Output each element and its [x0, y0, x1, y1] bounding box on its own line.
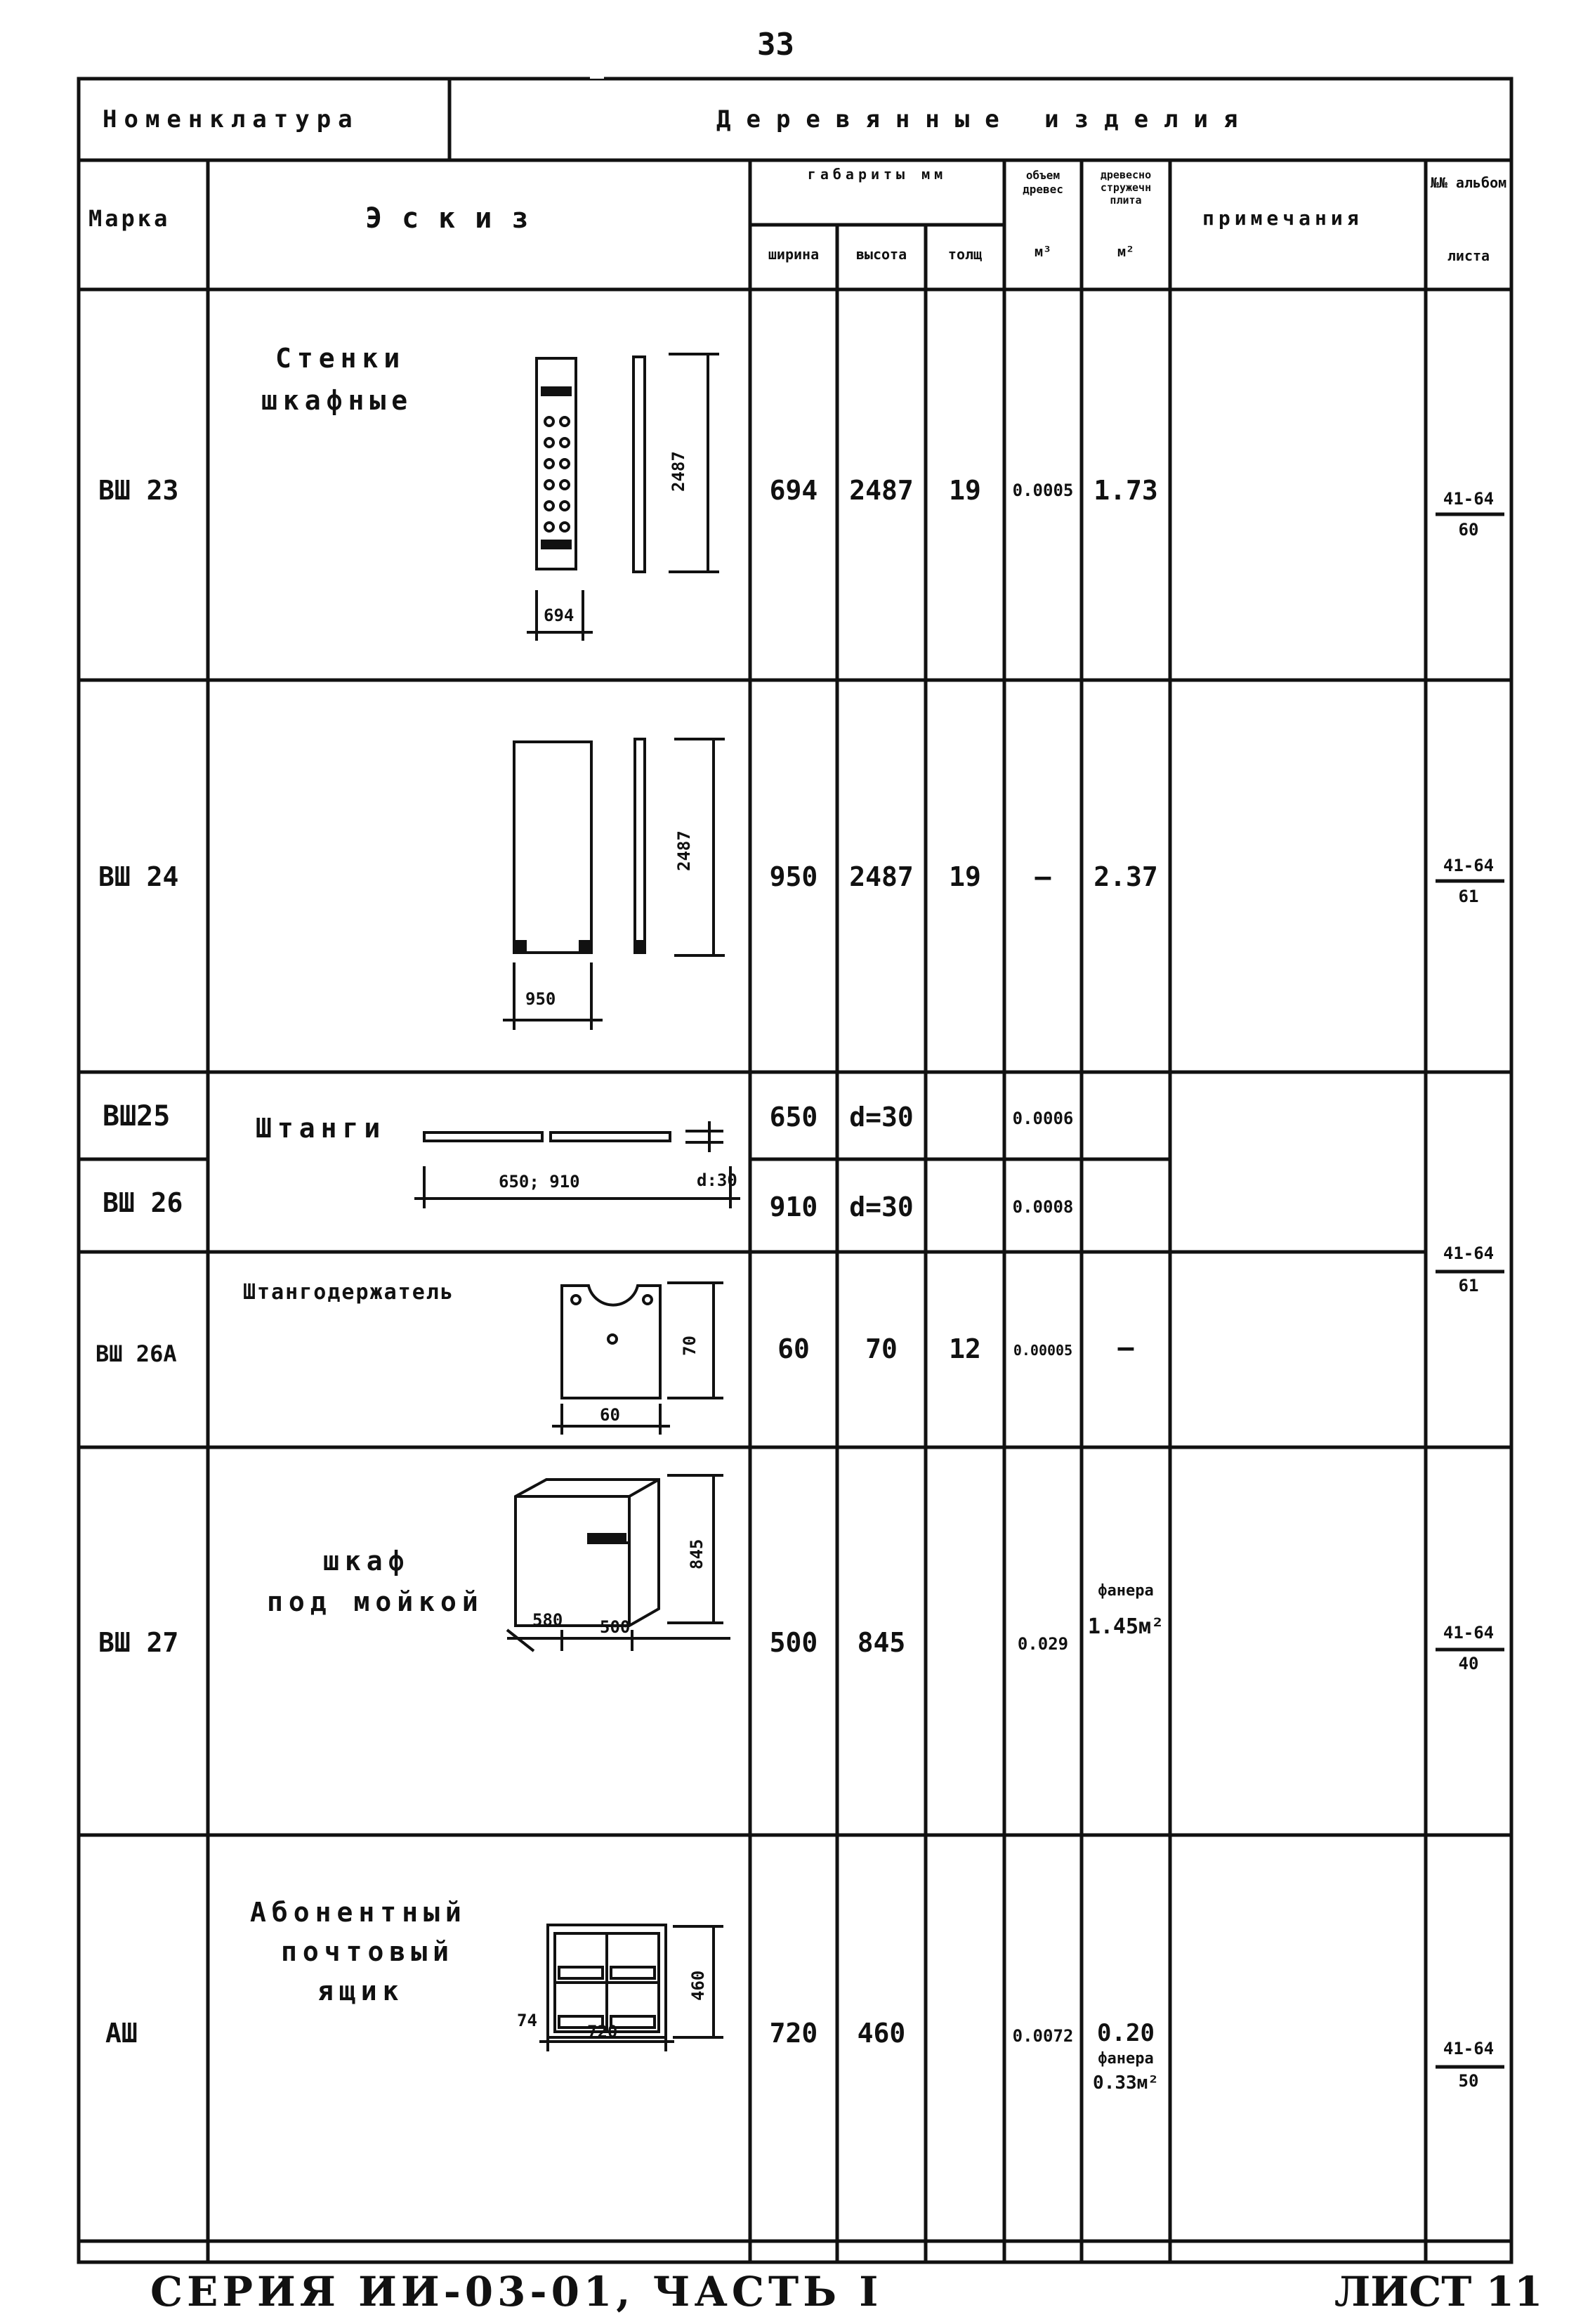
row7-mark: АШ [105, 2018, 138, 2049]
row1-sheet: 60 [1458, 520, 1479, 540]
row6-sheet: 40 [1458, 1654, 1479, 1673]
row3-sketch-title: Штанги [256, 1113, 386, 1144]
row7-sketch-dim-depth: 74 [517, 2011, 537, 2030]
row6-wood-volume: 0.029 [1017, 1634, 1069, 1654]
sketch-rods [414, 1121, 740, 1208]
row1-sketch-title-2: шкафные [261, 385, 414, 416]
row1-height: 2487 [849, 475, 914, 506]
col-thickness: толщ [947, 246, 983, 263]
row1-mark: ВШ 23 [98, 475, 179, 506]
col-wood-plate: древесно стружечн плита [1100, 169, 1152, 207]
row5-sheet: 61 [1458, 1276, 1479, 1295]
col-album: №№ альбом [1430, 174, 1507, 191]
row7-sketch-title-2: почтовый [281, 1936, 455, 1967]
row5-album: 41-64 [1443, 1243, 1495, 1263]
row6-wood-plate-1: фанера [1098, 1582, 1154, 1600]
row7-height: 460 [857, 2018, 906, 2049]
row6-width: 500 [769, 1627, 818, 1658]
row7-sketch-title-1: Абонентный [250, 1897, 467, 1928]
row3-width: 650 [769, 1102, 818, 1132]
sketch-mailbox [539, 1924, 723, 2051]
row7-wood-plate-2: фанера [1098, 2050, 1154, 2068]
row7-sketch-title-3: ящик [317, 1976, 405, 2006]
col-dimensions: габариты мм [807, 166, 947, 183]
row2-sheet: 61 [1458, 887, 1479, 906]
row1-wood-plate: 1.73 [1094, 475, 1158, 506]
row5-wood-plate: — [1117, 1332, 1134, 1363]
sketch-rod-holder [552, 1281, 723, 1435]
row2-sketch-dim-width: 950 [525, 989, 556, 1009]
row2-album: 41-64 [1443, 856, 1495, 875]
row2-wood-plate: 2.37 [1094, 861, 1158, 892]
col-width: ширина [768, 246, 820, 263]
row3-height: d=30 [849, 1102, 914, 1132]
row6-sketch-title-1: шкаф [323, 1546, 410, 1576]
row2-sketch-dim-height: 2487 [674, 830, 694, 871]
row5-sketch-dim-width: 60 [600, 1405, 620, 1425]
col-wood-volume-unit: м³ [1034, 243, 1052, 260]
row5-wood-volume: 0.00005 [1013, 1342, 1073, 1359]
row1-sketch-title-1: Стенки [275, 343, 406, 374]
row2-height: 2487 [849, 861, 914, 892]
row1-sketch-dim-width: 694 [544, 606, 574, 625]
sketch-cabinet-wall-1 [527, 353, 719, 641]
footer-series: СЕРИЯ ИИ-03-01, ЧАСТЬ I [150, 2268, 883, 2316]
col-mark: Марка [88, 205, 171, 232]
col-sketch: Эскиз [365, 202, 549, 235]
row5-height: 70 [865, 1333, 898, 1364]
col-notes: примечания [1202, 207, 1363, 230]
row6-sketch-title-2: под мойкой [267, 1586, 484, 1617]
row5-mark: ВШ 26А [96, 1340, 177, 1367]
row7-wood-plate-1: 0.20 [1097, 2019, 1155, 2047]
row6-height: 845 [857, 1627, 906, 1658]
row3-wood-volume: 0.0006 [1012, 1109, 1074, 1128]
col-wood-plate-unit: м² [1117, 243, 1135, 260]
row7-width: 720 [769, 2018, 818, 2049]
row3-sketch-dim-length: 650; 910 [499, 1172, 580, 1192]
row7-wood-plate-3: 0.33м² [1093, 2072, 1159, 2094]
row7-wood-volume: 0.0072 [1012, 2026, 1074, 2046]
nomenclature-label: Номенклатура [103, 105, 360, 133]
row3-sketch-dim-diameter: d:30 [697, 1170, 737, 1190]
row6-mark: ВШ 27 [98, 1627, 179, 1658]
row4-wood-volume: 0.0008 [1012, 1197, 1074, 1217]
row1-width: 694 [769, 475, 818, 506]
row1-sketch-dim-height: 2487 [669, 451, 688, 492]
page-number: 33 [757, 27, 794, 63]
row6-sketch-dim-height: 845 [687, 1539, 707, 1569]
row1-album: 41-64 [1443, 489, 1495, 509]
row6-sketch-dim-width: 500 [600, 1617, 631, 1637]
row2-wood-volume: – [1035, 861, 1051, 892]
col-wood-volume: объем древес [1023, 169, 1063, 196]
row2-thickness: 19 [949, 861, 981, 892]
row6-wood-plate-2: 1.45м² [1087, 1614, 1164, 1639]
row7-album: 41-64 [1443, 2039, 1495, 2058]
row4-mark: ВШ 26 [103, 1187, 183, 1218]
nomenclature-value: Деревянные изделия [716, 105, 1254, 133]
row7-sheet: 50 [1458, 2071, 1479, 2091]
row1-thickness: 19 [949, 475, 981, 506]
row6-album: 41-64 [1443, 1623, 1495, 1643]
sketch-sink-cabinet [506, 1474, 730, 1652]
row7-sketch-dim-height: 460 [688, 1970, 708, 2001]
col-height: высота [855, 246, 907, 263]
row1-wood-volume: 0.0005 [1012, 481, 1074, 500]
sketch-cabinet-wall-2 [503, 738, 725, 1030]
row4-width: 910 [769, 1192, 818, 1222]
footer-sheet: ЛИСТ 11 [1334, 2268, 1543, 2316]
row5-width: 60 [777, 1333, 810, 1364]
row5-sketch-dim-height: 70 [680, 1336, 700, 1356]
row5-thickness: 12 [949, 1333, 981, 1364]
row4-height: d=30 [849, 1192, 914, 1222]
row7-sketch-dim-width: 720 [587, 2022, 618, 2042]
row2-mark: ВШ 24 [98, 861, 179, 892]
row5-sketch-title: Штангодержатель [243, 1280, 454, 1305]
row3-mark: ВШ25 [103, 1100, 171, 1132]
col-sheet: листа [1447, 247, 1490, 264]
row2-width: 950 [769, 861, 818, 892]
row6-sketch-dim-depth: 580 [532, 1610, 563, 1630]
